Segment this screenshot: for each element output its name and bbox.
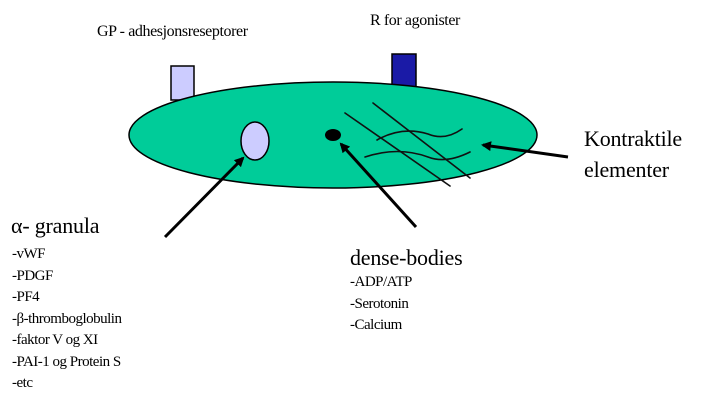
dense-body	[325, 129, 341, 141]
list-item: -faktor V og XI	[12, 330, 121, 352]
contractile-label-line2: elementer	[584, 159, 669, 181]
gp-adhesion-receptor	[171, 66, 194, 100]
agonist-receptors-label: R for agonister	[370, 13, 460, 29]
dense-bodies-label: dense-bodies	[350, 247, 462, 269]
alpha-granula-list: -vWF -PDGF -PF4 -β-thromboglobulin -fakt…	[12, 244, 121, 395]
list-item: -Serotonin	[350, 294, 412, 316]
contractile-label-line1: Kontraktile	[584, 128, 682, 150]
list-item: -ADP/ATP	[350, 272, 412, 294]
list-item: -PAI-1 og Protein S	[12, 352, 121, 374]
list-item: -PDGF	[12, 266, 121, 288]
list-item: -etc	[12, 373, 121, 395]
list-item: -PF4	[12, 287, 121, 309]
list-item: -vWF	[12, 244, 121, 266]
agonist-receptor	[392, 54, 416, 88]
list-item: -β-thromboglobulin	[12, 309, 121, 331]
alpha-granule	[241, 122, 269, 160]
gp-receptors-label: GP - adhesjonsreseptorer	[97, 24, 248, 40]
list-item: -Calcium	[350, 315, 412, 337]
dense-bodies-list: -ADP/ATP -Serotonin -Calcium	[350, 272, 412, 337]
alpha-granula-label: α- granula	[11, 215, 99, 237]
